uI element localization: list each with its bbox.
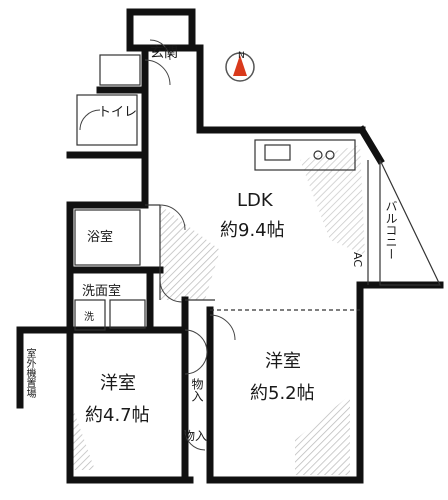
- compass-north-label: N: [238, 51, 245, 61]
- western-room-2-area: 約5.2帖: [250, 383, 315, 404]
- western-room-1-area: 約4.7帖: [85, 405, 150, 426]
- closet-2-label: 物入: [183, 429, 208, 443]
- ldk-area: 約9.4帖: [220, 220, 285, 241]
- room2-floor-hatch: [295, 395, 350, 475]
- walls: [16, 8, 444, 484]
- washroom-label: 洗面室: [82, 284, 122, 299]
- ldk-floor-hatch-2: [300, 145, 365, 255]
- entrance-label: 玄関: [150, 45, 178, 61]
- ldk-floor-hatch: [160, 205, 220, 300]
- closet-1-label: 物入: [190, 378, 204, 402]
- ldk-name: LDK: [237, 190, 273, 211]
- washer-label: 洗: [84, 312, 94, 323]
- ac-label: AC: [351, 252, 364, 268]
- western-room-2-name: 洋室: [265, 351, 301, 372]
- balcony-label: バルコニー: [384, 200, 398, 260]
- western-room-1-name: 洋室: [100, 373, 136, 394]
- compass-icon: [225, 52, 255, 82]
- toilet-label: トイレ: [98, 105, 138, 120]
- door-swings: [79, 39, 236, 451]
- room1-floor-hatch: [70, 400, 95, 470]
- bath-label: 浴室: [87, 230, 114, 245]
- outdoor-unit-space-label: 室外機置場: [24, 348, 35, 398]
